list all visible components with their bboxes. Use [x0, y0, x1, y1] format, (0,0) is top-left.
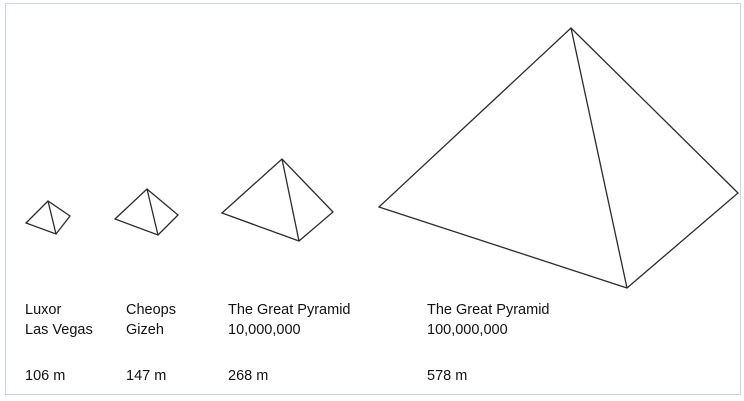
pyramid-great-10m — [220, 158, 334, 242]
label-great-10m: The Great Pyramid 10,000,000 — [228, 300, 351, 340]
label-cheops-location: Gizeh — [126, 322, 164, 338]
height-great-100m: 578 m — [427, 368, 468, 384]
label-luxor-location: Las Vegas — [25, 322, 93, 338]
label-luxor: Luxor Las Vegas — [25, 300, 93, 340]
label-cheops: Cheops Gizeh — [126, 300, 176, 340]
pyramid-great-100m-outline — [377, 27, 739, 289]
pyramid-great-10m-outline — [220, 158, 334, 242]
label-luxor-name: Luxor — [25, 302, 62, 318]
label-great-100m-location: 100,000,000 — [427, 322, 508, 338]
pyramid-luxor-edge — [47, 200, 57, 235]
label-great-10m-location: 10,000,000 — [228, 322, 301, 338]
height-great-10m: 268 m — [228, 368, 269, 384]
label-great-100m: The Great Pyramid 100,000,000 — [427, 300, 550, 340]
height-cheops: 147 m — [126, 368, 167, 384]
label-cheops-name: Cheops — [126, 302, 176, 318]
pyramid-great-10m-edge — [281, 158, 300, 242]
figure-frame — [5, 3, 741, 395]
label-great-100m-name: The Great Pyramid — [427, 302, 550, 318]
pyramid-cheops-outline — [113, 188, 179, 236]
pyramid-cheops-edge — [146, 188, 159, 236]
pyramid-luxor-outline — [24, 200, 71, 235]
pyramid-luxor — [24, 200, 71, 235]
label-great-10m-name: The Great Pyramid — [228, 302, 351, 318]
pyramid-great-100m — [377, 27, 739, 289]
height-luxor: 106 m — [25, 368, 66, 384]
pyramid-cheops — [113, 188, 179, 236]
pyramid-great-100m-edge — [570, 27, 628, 289]
